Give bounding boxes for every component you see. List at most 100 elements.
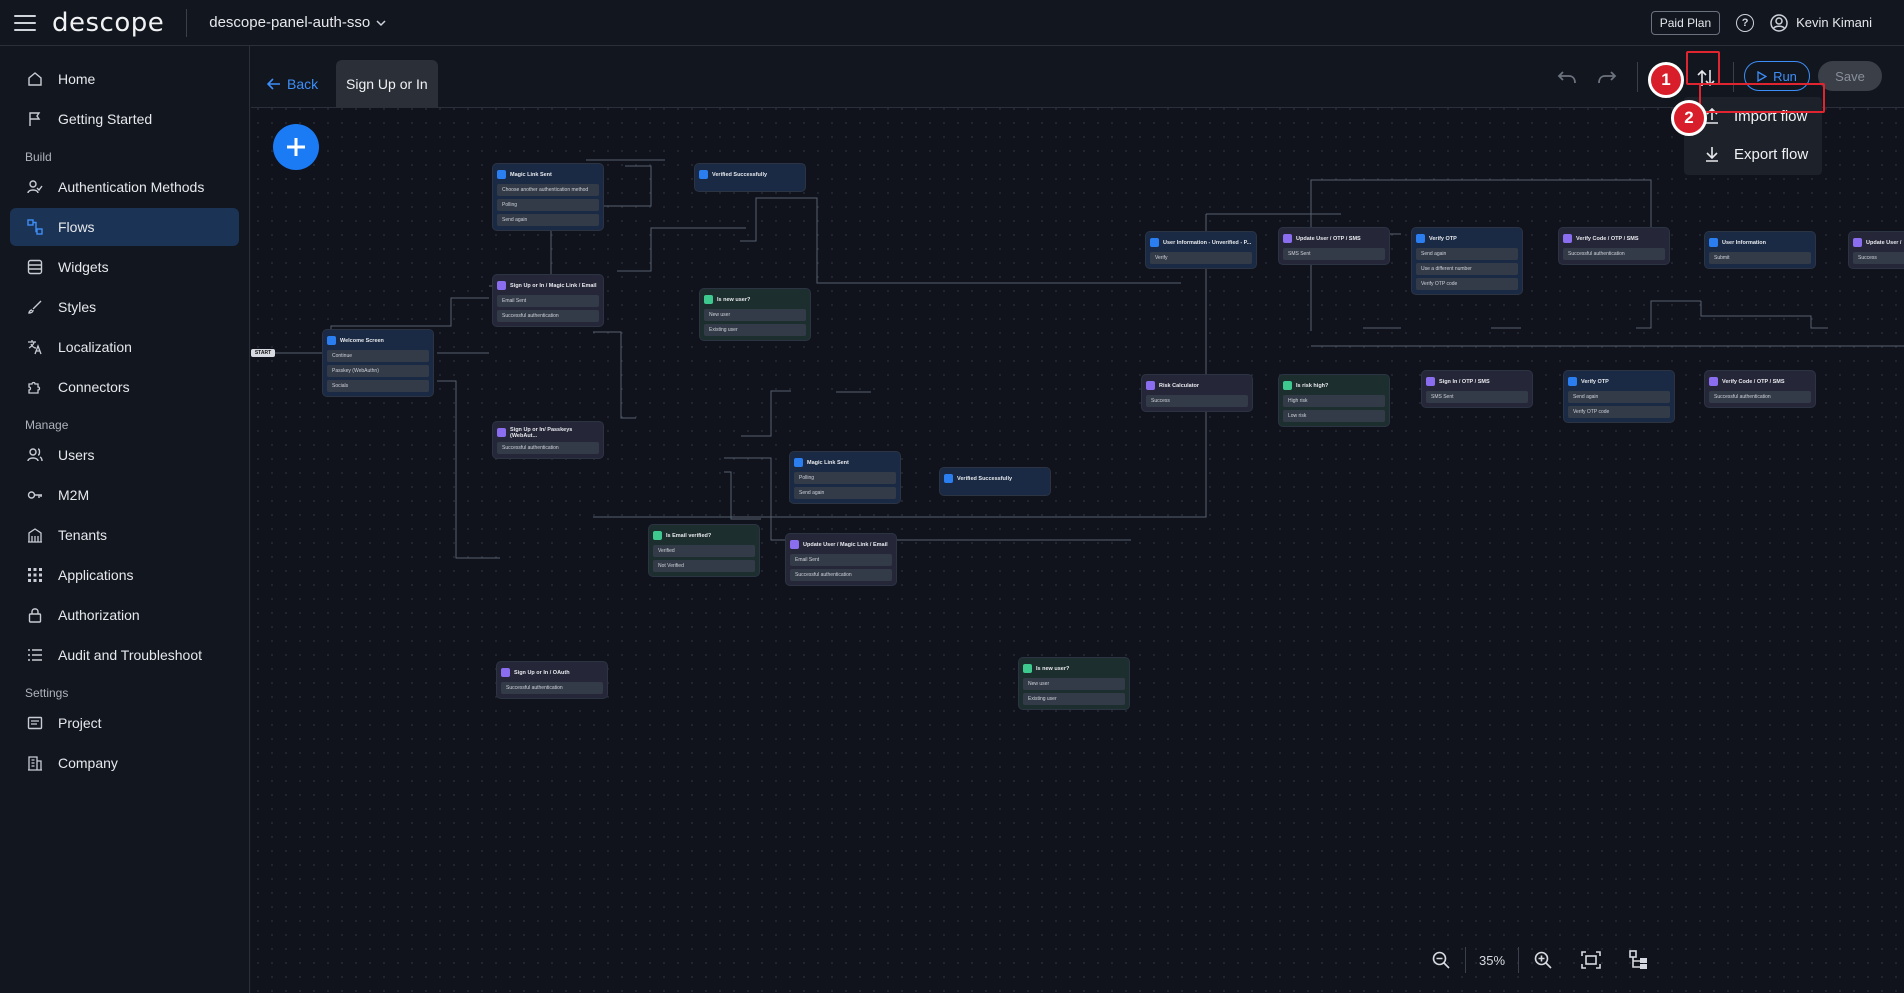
redo-icon[interactable] [1593,64,1621,92]
node-row[interactable]: Successful authentication [497,310,599,322]
sidebar-item-styles[interactable]: Styles [10,288,239,326]
node-row[interactable]: Choose another authentication method [497,184,599,196]
condition-icon [653,531,662,540]
zoom-in-icon[interactable] [1523,940,1563,980]
flow-node[interactable]: Sign In / OTP / SMS SMS Sent [1422,371,1532,407]
node-row[interactable]: Existing user [704,324,806,336]
descope-logo[interactable]: descope [52,7,165,38]
flow-canvas[interactable]: Back Sign Up or In Run Save Import flow … [251,46,1904,993]
node-row[interactable]: Polling [497,199,599,211]
sidebar-item-localization[interactable]: Localization [10,328,239,366]
flow-node[interactable]: Verified Successfully [940,468,1050,495]
zoom-out-icon[interactable] [1421,940,1461,980]
node-row[interactable]: Send again [1416,248,1518,260]
node-row[interactable]: Verify OTP code [1568,406,1670,418]
node-row[interactable]: Send again [1568,391,1670,403]
node-row[interactable]: Send again [794,487,896,499]
sidebar-item-tenants[interactable]: Tenants [10,516,239,554]
hamburger-menu-icon[interactable] [14,14,36,31]
flow-node[interactable]: Verified Successfully [695,164,805,191]
node-row[interactable]: Verified [653,545,755,557]
node-row[interactable]: Low risk [1283,410,1385,422]
node-row[interactable]: Verify [1150,252,1252,264]
flow-node[interactable]: Verify OTP Send again Verify OTP code [1564,371,1674,422]
back-button[interactable]: Back [267,76,318,92]
node-row[interactable]: SMS Sent [1283,248,1385,260]
node-row[interactable]: Verify OTP code [1416,278,1518,290]
sidebar-item-widgets[interactable]: Widgets [10,248,239,286]
node-title: Sign Up or In / OAuth [514,669,570,676]
sidebar-item-users[interactable]: Users [10,436,239,474]
project-selector[interactable]: descope-panel-auth-sso [209,14,386,31]
add-node-button[interactable] [273,124,319,170]
node-row[interactable]: Success [1853,252,1904,264]
sidebar-item-m2m[interactable]: M2M [10,476,239,514]
flow-node[interactable]: Verify Code / OTP / SMS Successful authe… [1559,228,1669,264]
sidebar-item-home[interactable]: Home [10,60,239,98]
flow-node[interactable]: Update User / Magic Link / Email Email S… [786,534,896,585]
node-row[interactable]: Send again [497,214,599,226]
flow-node[interactable]: Update User / Success [1849,232,1904,268]
node-row[interactable]: Passkey (WebAuthn) [327,365,429,377]
sidebar-item-authentication-methods[interactable]: Authentication Methods [10,168,239,206]
flow-node[interactable]: Is new user? New user Existing user [1019,658,1129,709]
flow-node[interactable]: Risk Calculator Success [1142,375,1252,411]
node-row[interactable]: Existing user [1023,693,1125,705]
node-row[interactable]: Continue [327,350,429,362]
flow-node[interactable]: Sign Up or In / Magic Link / Email Email… [493,275,603,326]
node-row[interactable]: Successful authentication [1563,248,1665,260]
node-row[interactable]: Email Sent [497,295,599,307]
flow-node[interactable]: Is new user? New user Existing user [700,289,810,340]
node-row[interactable]: Successful authentication [497,442,599,454]
sidebar-item-applications[interactable]: Applications [10,556,239,594]
flow-node[interactable]: Update User / OTP / SMS SMS Sent [1279,228,1389,264]
section-title-manage: Manage [25,418,69,432]
tab-sign-up-or-in[interactable]: Sign Up or In [336,60,438,108]
node-row[interactable]: Successful authentication [1709,391,1811,403]
fit-view-icon[interactable] [1571,940,1611,980]
node-row[interactable]: SMS Sent [1426,391,1528,403]
sidebar-item-connectors[interactable]: Connectors [10,368,239,406]
import-export-icon[interactable] [1692,64,1720,92]
save-button[interactable]: Save [1818,61,1882,91]
node-row[interactable]: Not Verified [653,560,755,572]
node-row[interactable]: Successful authentication [501,682,603,694]
export-flow-menu-item[interactable]: Export flow [1684,135,1822,173]
node-row[interactable]: Successful authentication [790,569,892,581]
plan-badge[interactable]: Paid Plan [1650,10,1721,35]
node-row[interactable]: High risk [1283,395,1385,407]
node-row[interactable]: Submit [1709,252,1811,264]
sidebar-item-getting-started[interactable]: Getting Started [10,100,239,138]
arrow-left-icon [267,78,280,90]
help-icon[interactable]: ? [1736,13,1755,32]
flow-node[interactable]: Sign Up or In/ Passkeys (WebAut... Succe… [493,422,603,458]
user-menu[interactable]: Kevin Kimani [1770,13,1872,32]
flow-node[interactable]: Magic Link Sent Choose another authentic… [493,164,603,230]
flow-node[interactable]: Verify Code / OTP / SMS Successful authe… [1705,371,1815,407]
flow-node[interactable]: Verify OTP Send again Use a different nu… [1412,228,1522,294]
undo-icon[interactable] [1553,64,1581,92]
sidebar-item-authorization[interactable]: Authorization [10,596,239,634]
flow-node[interactable]: Magic Link Sent Polling Send again [790,452,900,503]
node-row[interactable]: Socials [327,380,429,392]
flow-node[interactable]: Is Email verified? Verified Not Verified [649,525,759,576]
node-row[interactable]: Polling [794,472,896,484]
sidebar-item-audit[interactable]: Audit and Troubleshoot [10,636,239,674]
flow-node[interactable]: User Information - Unverified - P... Ver… [1146,232,1256,268]
node-row[interactable]: New user [704,309,806,321]
run-button[interactable]: Run [1744,61,1810,91]
node-row[interactable]: Email Sent [790,554,892,566]
node-row[interactable]: Success [1146,395,1248,407]
flow-node[interactable]: User Information Submit [1705,232,1815,268]
sidebar-item-project[interactable]: Project [10,704,239,742]
flow-node[interactable]: Welcome Screen Continue Passkey (WebAuth… [323,330,433,396]
sidebar-item-label: M2M [58,487,90,503]
flow-node[interactable]: Sign Up or In / OAuth Successful authent… [497,662,607,698]
node-row[interactable]: Use a different number [1416,263,1518,275]
sidebar-item-flows[interactable]: Flows [10,208,239,246]
sidebar-item-company[interactable]: Company [10,744,239,782]
flow-node[interactable]: Is risk high? High risk Low risk [1279,375,1389,426]
node-row[interactable]: New user [1023,678,1125,690]
auto-layout-icon[interactable] [1619,940,1659,980]
chevron-down-icon [376,19,386,26]
